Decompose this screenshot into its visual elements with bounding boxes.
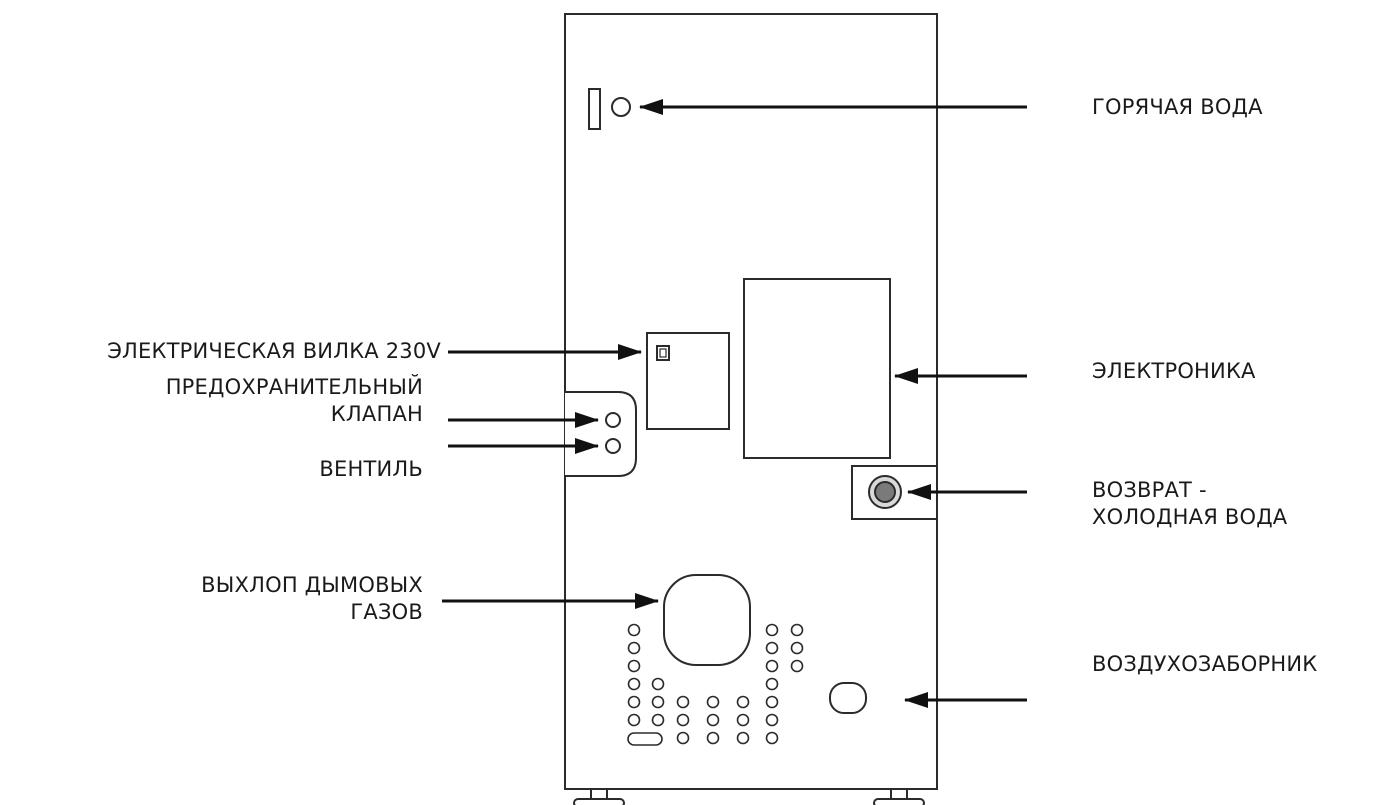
ventilation-hole (627, 677, 641, 691)
label-flue-gas: ВЫХЛОП ДЫМОВЫХ ГАЗОВ (201, 572, 423, 626)
ventilation-hole (765, 713, 779, 727)
shutoff-valve (605, 438, 621, 454)
ventilation-hole (790, 659, 804, 673)
ventilation-hole (676, 695, 690, 709)
ventilation-hole (790, 641, 804, 655)
label-hot-water: ГОРЯЧАЯ ВОДА (1092, 95, 1263, 119)
safety-valve (605, 412, 621, 428)
ventilation-hole (765, 731, 779, 745)
label-flue-line1: ВЫХЛОП ДЫМОВЫХ (201, 573, 423, 597)
label-safety-valve: ПРЕДОХРАНИТЕЛЬНЫЙ КЛАПАН (166, 374, 423, 428)
label-return-line2: ХОЛОДНАЯ ВОДА (1092, 505, 1288, 529)
cabinet-feet (573, 788, 925, 805)
electronics-box (743, 278, 891, 459)
label-return-cold-water: ВОЗВРАТ - ХОЛОДНАЯ ВОДА (1092, 477, 1287, 531)
ventilation-hole (765, 677, 779, 691)
ventilation-hole (651, 677, 665, 691)
ventilation-hole (627, 641, 641, 655)
label-safety-valve-line2: КЛАПАН (330, 402, 423, 426)
air-intake (829, 682, 867, 714)
ventilation-hole (765, 623, 779, 637)
ventilation-hole (651, 695, 665, 709)
ventilation-hole (765, 659, 779, 673)
ventilation-slot (627, 732, 663, 746)
label-plug-230v: ЭЛЕКТРИЧЕСКАЯ ВИЛКА 230V (107, 339, 441, 363)
ventilation-hole (627, 659, 641, 673)
label-flue-line2: ГАЗОВ (350, 600, 423, 624)
ventilation-hole (676, 713, 690, 727)
ventilation-hole (736, 731, 750, 745)
ventilation-hole (627, 623, 641, 637)
label-return-line1: ВОЗВРАТ - (1092, 478, 1207, 502)
hot-water-connection (588, 88, 631, 130)
label-electronics: ЭЛЕКТРОНИКА (1092, 359, 1256, 383)
flue-gas-exhaust (663, 574, 751, 666)
label-safety-valve-line1: ПРЕДОХРАНИТЕЛЬНЫЙ (165, 375, 423, 399)
ventilation-hole (706, 713, 720, 727)
ventilation-hole (736, 713, 750, 727)
ventilation-holes (627, 623, 804, 745)
label-air-intake: ВОЗДУХОЗАБОРНИК (1092, 652, 1318, 676)
ventilation-hole (765, 641, 779, 655)
ventilation-hole (627, 713, 641, 727)
ventilation-hole (736, 695, 750, 709)
electrical-plug-box (646, 332, 730, 430)
ventilation-hole (790, 623, 804, 637)
ventilation-hole (706, 695, 720, 709)
ventilation-hole (706, 731, 720, 745)
ventilation-hole (676, 731, 690, 745)
valve-panel (565, 391, 637, 477)
ventilation-hole (651, 713, 665, 727)
ventilation-hole (765, 695, 779, 709)
ventilation-hole (627, 695, 641, 709)
label-valve: ВЕНТИЛЬ (319, 457, 423, 481)
